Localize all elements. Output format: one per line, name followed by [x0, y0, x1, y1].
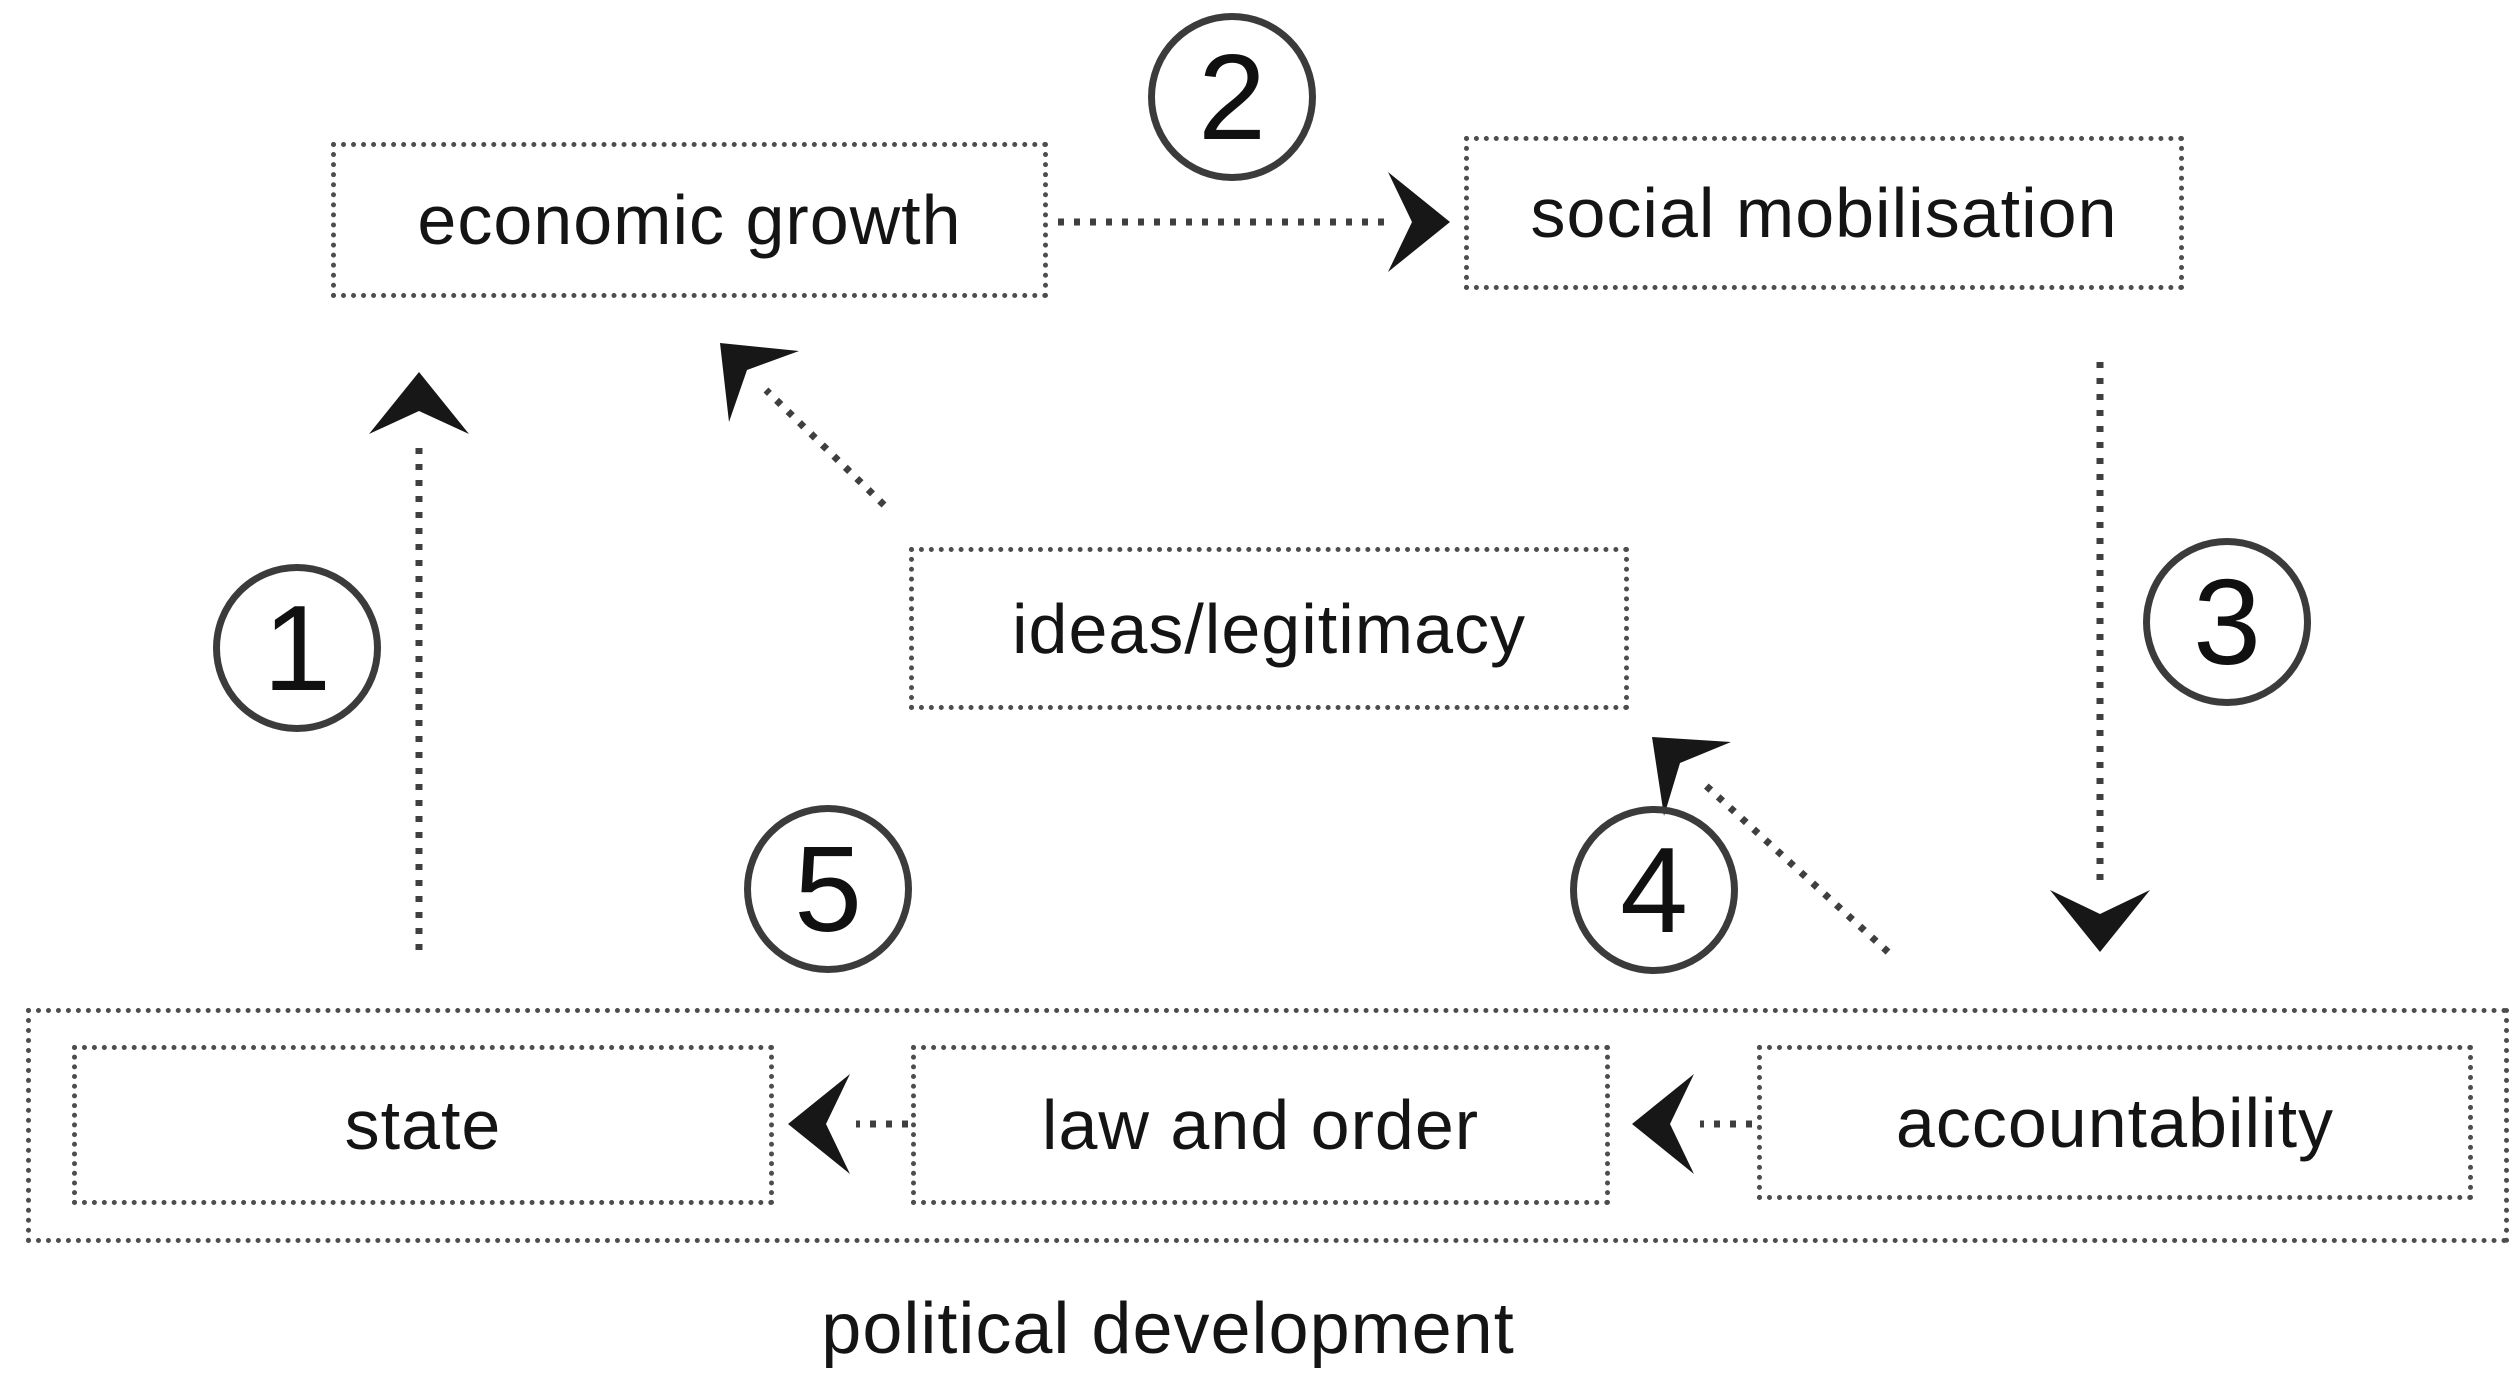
step-circle-1-label: 1	[263, 580, 331, 716]
step-circle-5-label: 5	[794, 821, 862, 957]
node-law-and-order: law and order	[911, 1045, 1610, 1205]
political-development-container	[26, 1008, 2509, 1243]
step-circle-3: 3	[2143, 538, 2311, 706]
node-economic-growth: economic growth	[331, 142, 1048, 298]
arrow-4-line	[1700, 780, 1891, 955]
node-social-mobilisation: social mobilisation	[1464, 136, 2184, 290]
step-circle-1: 1	[213, 564, 381, 732]
step-circle-4-label: 4	[1620, 822, 1688, 958]
step-circle-2: 2	[1148, 13, 1316, 181]
arrow-accountability-to-law-head	[1632, 1074, 1694, 1174]
arrow-4-head	[1652, 737, 1731, 816]
step-circle-5: 5	[744, 805, 912, 973]
arrow-law-to-state-head	[788, 1074, 850, 1174]
node-economic-growth-label: economic growth	[417, 181, 962, 259]
node-accountability-label: accountability	[1895, 1083, 2335, 1162]
step-circle-4: 4	[1570, 806, 1738, 974]
node-state-label: state	[344, 1086, 502, 1164]
arrow-3-head	[2050, 890, 2150, 952]
arrow-5-head	[720, 343, 799, 422]
arrow-1-head	[369, 372, 469, 434]
node-state: state	[72, 1045, 774, 1205]
arrow-2-head	[1388, 172, 1450, 272]
node-ideas-legitimacy-label: ideas/legitimacy	[1012, 589, 1526, 668]
arrow-5-line	[763, 387, 887, 508]
node-law-and-order-label: law and order	[1041, 1086, 1480, 1164]
node-accountability: accountability	[1757, 1045, 2473, 1200]
step-circle-3-label: 3	[2193, 554, 2261, 690]
node-ideas-legitimacy: ideas/legitimacy	[909, 547, 1629, 710]
step-circle-2-label: 2	[1198, 29, 1266, 165]
node-social-mobilisation-label: social mobilisation	[1530, 174, 2118, 252]
container-caption-label: political development	[821, 1289, 1515, 1369]
container-caption: political development	[668, 1288, 1668, 1370]
